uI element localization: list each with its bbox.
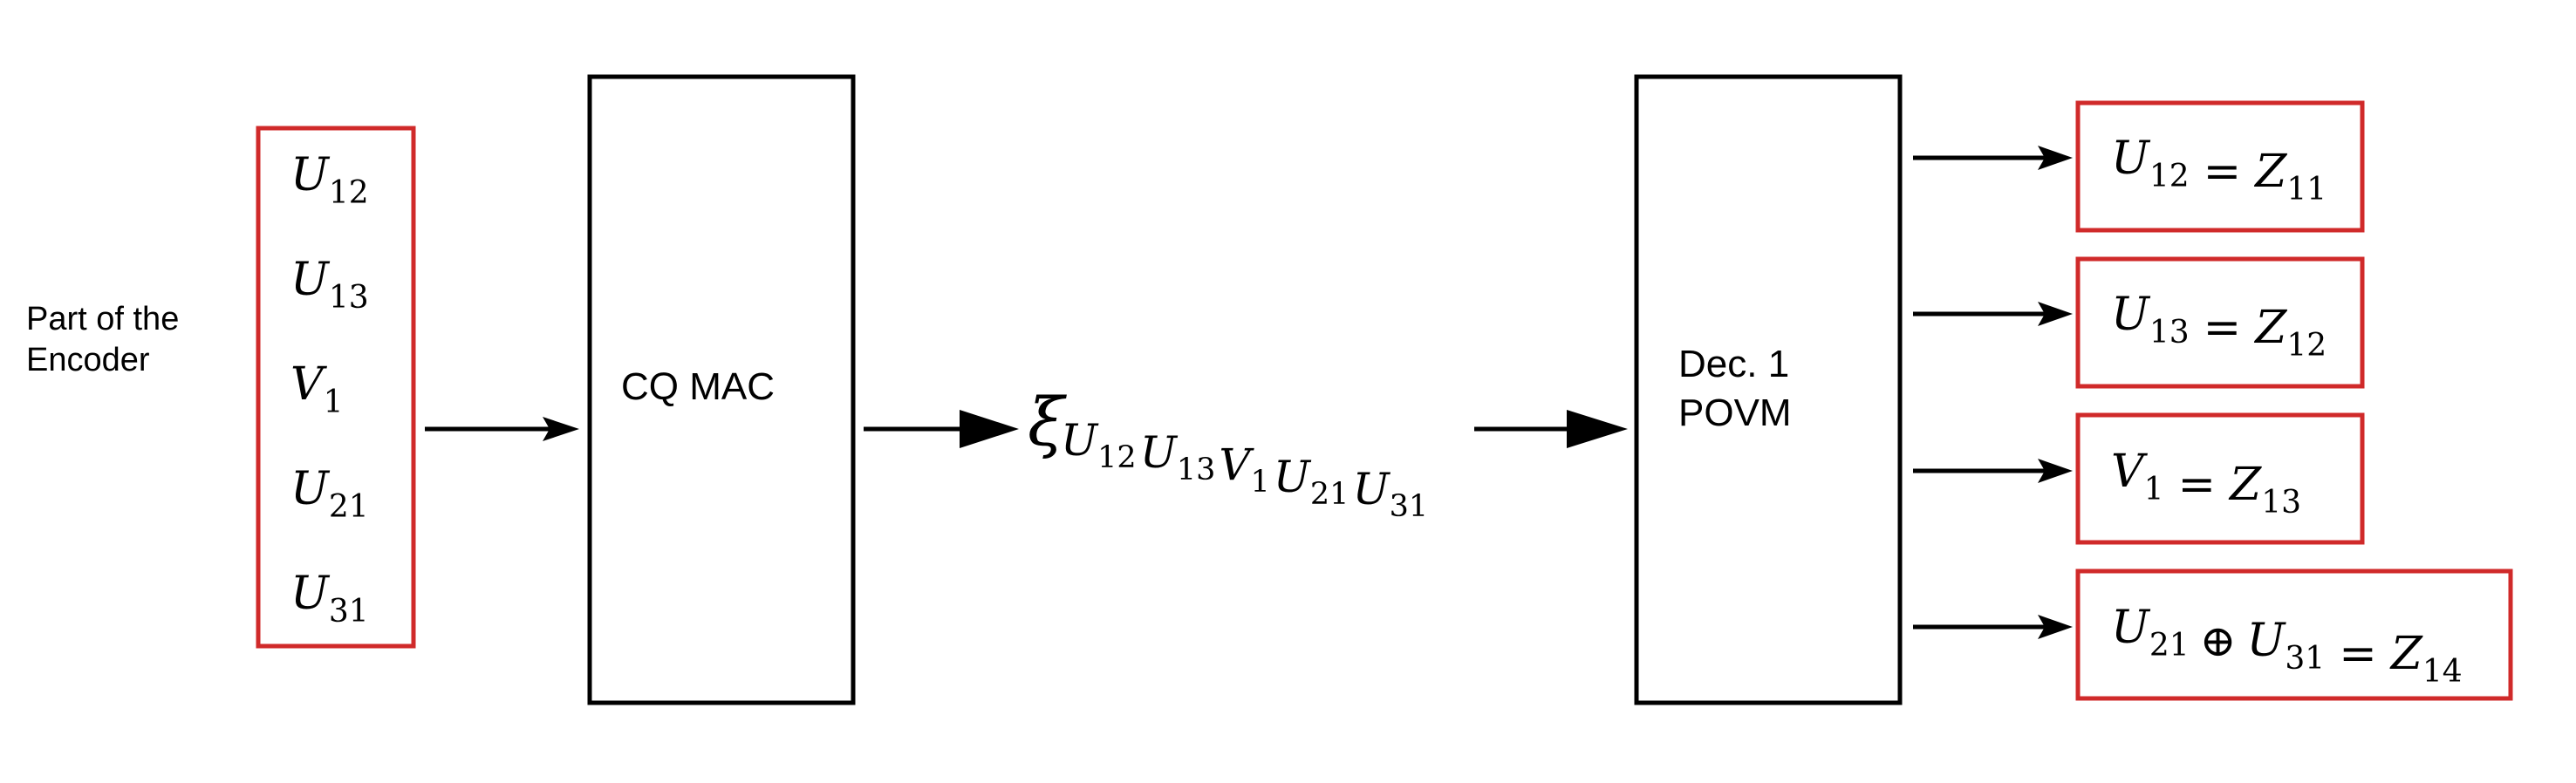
- encoder-label-line2: Encoder: [26, 342, 150, 378]
- math-variable: Z: [2253, 302, 2287, 354]
- input-variable-5: U31: [290, 568, 369, 630]
- math-variable: Z: [2389, 628, 2423, 680]
- output-arrowhead: [2038, 302, 2073, 326]
- input-variable-4: U21: [290, 463, 369, 525]
- math-variable: Z: [2228, 459, 2262, 511]
- xor-operator: ⊕: [2200, 616, 2237, 666]
- output-equation: U13 =Z12: [2111, 289, 2327, 364]
- equals-sign: =: [2177, 459, 2216, 511]
- output-box: [2075, 569, 2513, 701]
- math-subscript: 1: [1250, 465, 1269, 500]
- math-variable: U: [290, 254, 331, 306]
- output-equation: U21⊕U31=Z14: [2111, 602, 2463, 690]
- output-arrowhead: [2038, 459, 2073, 483]
- math-subscript: 1: [324, 385, 344, 420]
- output-arrowhead: [2038, 146, 2073, 170]
- input-variable-3: V1: [290, 358, 343, 420]
- math-variable: Z: [2253, 146, 2287, 198]
- state-subscript: U12U13V1U21U31: [1061, 415, 1428, 524]
- math-subscript: 12: [329, 175, 369, 211]
- math-variable: U: [1061, 415, 1099, 466]
- decoder-label-line2: POVM: [1678, 392, 1792, 434]
- encoder-label-line1: Part of the: [26, 301, 179, 337]
- arrow-mac-to-state: [864, 410, 1019, 448]
- output-1: U12 =Z11: [1913, 100, 2365, 233]
- math-variable: U: [2111, 133, 2151, 185]
- math-subscript: 12: [2286, 328, 2327, 364]
- output-box: [2075, 412, 2365, 545]
- math-variable: U: [290, 568, 331, 620]
- math-subscript: 31: [2285, 641, 2325, 677]
- math-variable: U: [1352, 464, 1390, 514]
- output-4: U21⊕U31=Z14: [1913, 569, 2513, 701]
- math-subscript: 31: [329, 594, 369, 630]
- input-variable-2: U13: [290, 254, 369, 316]
- decoder-label-line1: Dec. 1: [1678, 343, 1789, 385]
- output-2: U13 =Z12: [1913, 256, 2365, 389]
- math-subscript: 13: [2149, 315, 2190, 351]
- math-variable: U: [2111, 289, 2151, 341]
- math-variable: U: [1274, 452, 1312, 502]
- math-variable: U: [1140, 427, 1179, 478]
- input-variables-list: U12U13V1U21U31: [290, 149, 369, 630]
- output-equation: V1 =Z13: [2111, 446, 2301, 521]
- output-3: V1 =Z13: [1913, 412, 2365, 545]
- math-subscript: 1: [2144, 472, 2164, 507]
- xi-symbol: ξ: [1028, 383, 1067, 460]
- math-subscript: 11: [2286, 172, 2327, 208]
- cq-mac-block: [587, 74, 856, 705]
- math-subscript: 13: [329, 280, 369, 316]
- cq-mac-label: CQ MAC: [621, 365, 775, 408]
- math-variable: V: [1219, 439, 1254, 490]
- output-equation: U12 =Z11: [2111, 133, 2327, 208]
- math-subscript: 21: [329, 489, 369, 525]
- math-subscript: 14: [2422, 654, 2463, 690]
- math-variable: U: [2111, 602, 2151, 654]
- equals-sign: =: [2204, 302, 2242, 354]
- math-variable: U: [2247, 615, 2287, 667]
- equals-sign: =: [2204, 146, 2242, 198]
- output-box: [2075, 256, 2365, 389]
- arrow-state-to-decoder: [1474, 410, 1628, 448]
- math-variable: U: [290, 463, 331, 515]
- math-variable: V: [290, 358, 327, 411]
- state-xi: ξ: [1028, 383, 1067, 460]
- input-variables-box: [256, 126, 416, 649]
- math-subscript: 21: [2149, 628, 2190, 664]
- decoder-povm-block: [1634, 74, 1903, 705]
- arrow-encoder-to-mac: [425, 417, 579, 441]
- math-variable: V: [2111, 446, 2148, 498]
- math-variable: U: [290, 149, 331, 201]
- math-subscript: 12: [1097, 440, 1137, 475]
- math-subscript: 12: [2149, 159, 2190, 194]
- output-box: [2075, 100, 2365, 233]
- math-subscript: 13: [2261, 485, 2301, 521]
- equals-sign: =: [2339, 628, 2377, 680]
- math-subscript: 31: [1390, 489, 1429, 524]
- output-arrowhead: [2038, 615, 2073, 639]
- input-variable-1: U12: [290, 149, 369, 211]
- math-subscript: 21: [1310, 477, 1349, 512]
- math-subscript: 13: [1177, 453, 1216, 487]
